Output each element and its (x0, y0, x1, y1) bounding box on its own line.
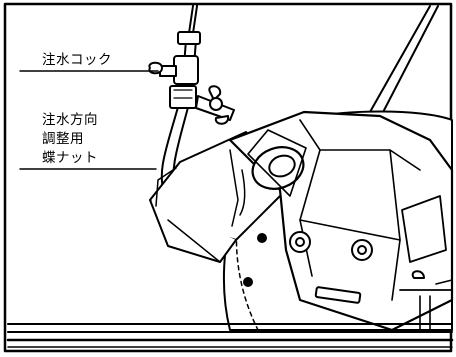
label-wing-nut-line1: 注水方向 (42, 112, 98, 128)
wing-nut (195, 85, 235, 125)
base-rail (6, 323, 454, 348)
label-wing-nut-line2: 調整用 (42, 131, 84, 147)
lower-wing-bolt (399, 270, 453, 333)
label-water-cock: 注水コック (42, 52, 112, 68)
bolts (289, 231, 373, 261)
water-cock-valve (148, 31, 201, 109)
arbor-rod (369, 5, 439, 119)
label-wing-nut-line3: 蝶ナット (42, 150, 98, 166)
spindle-collar (247, 129, 307, 197)
leader-lines (19, 70, 159, 170)
